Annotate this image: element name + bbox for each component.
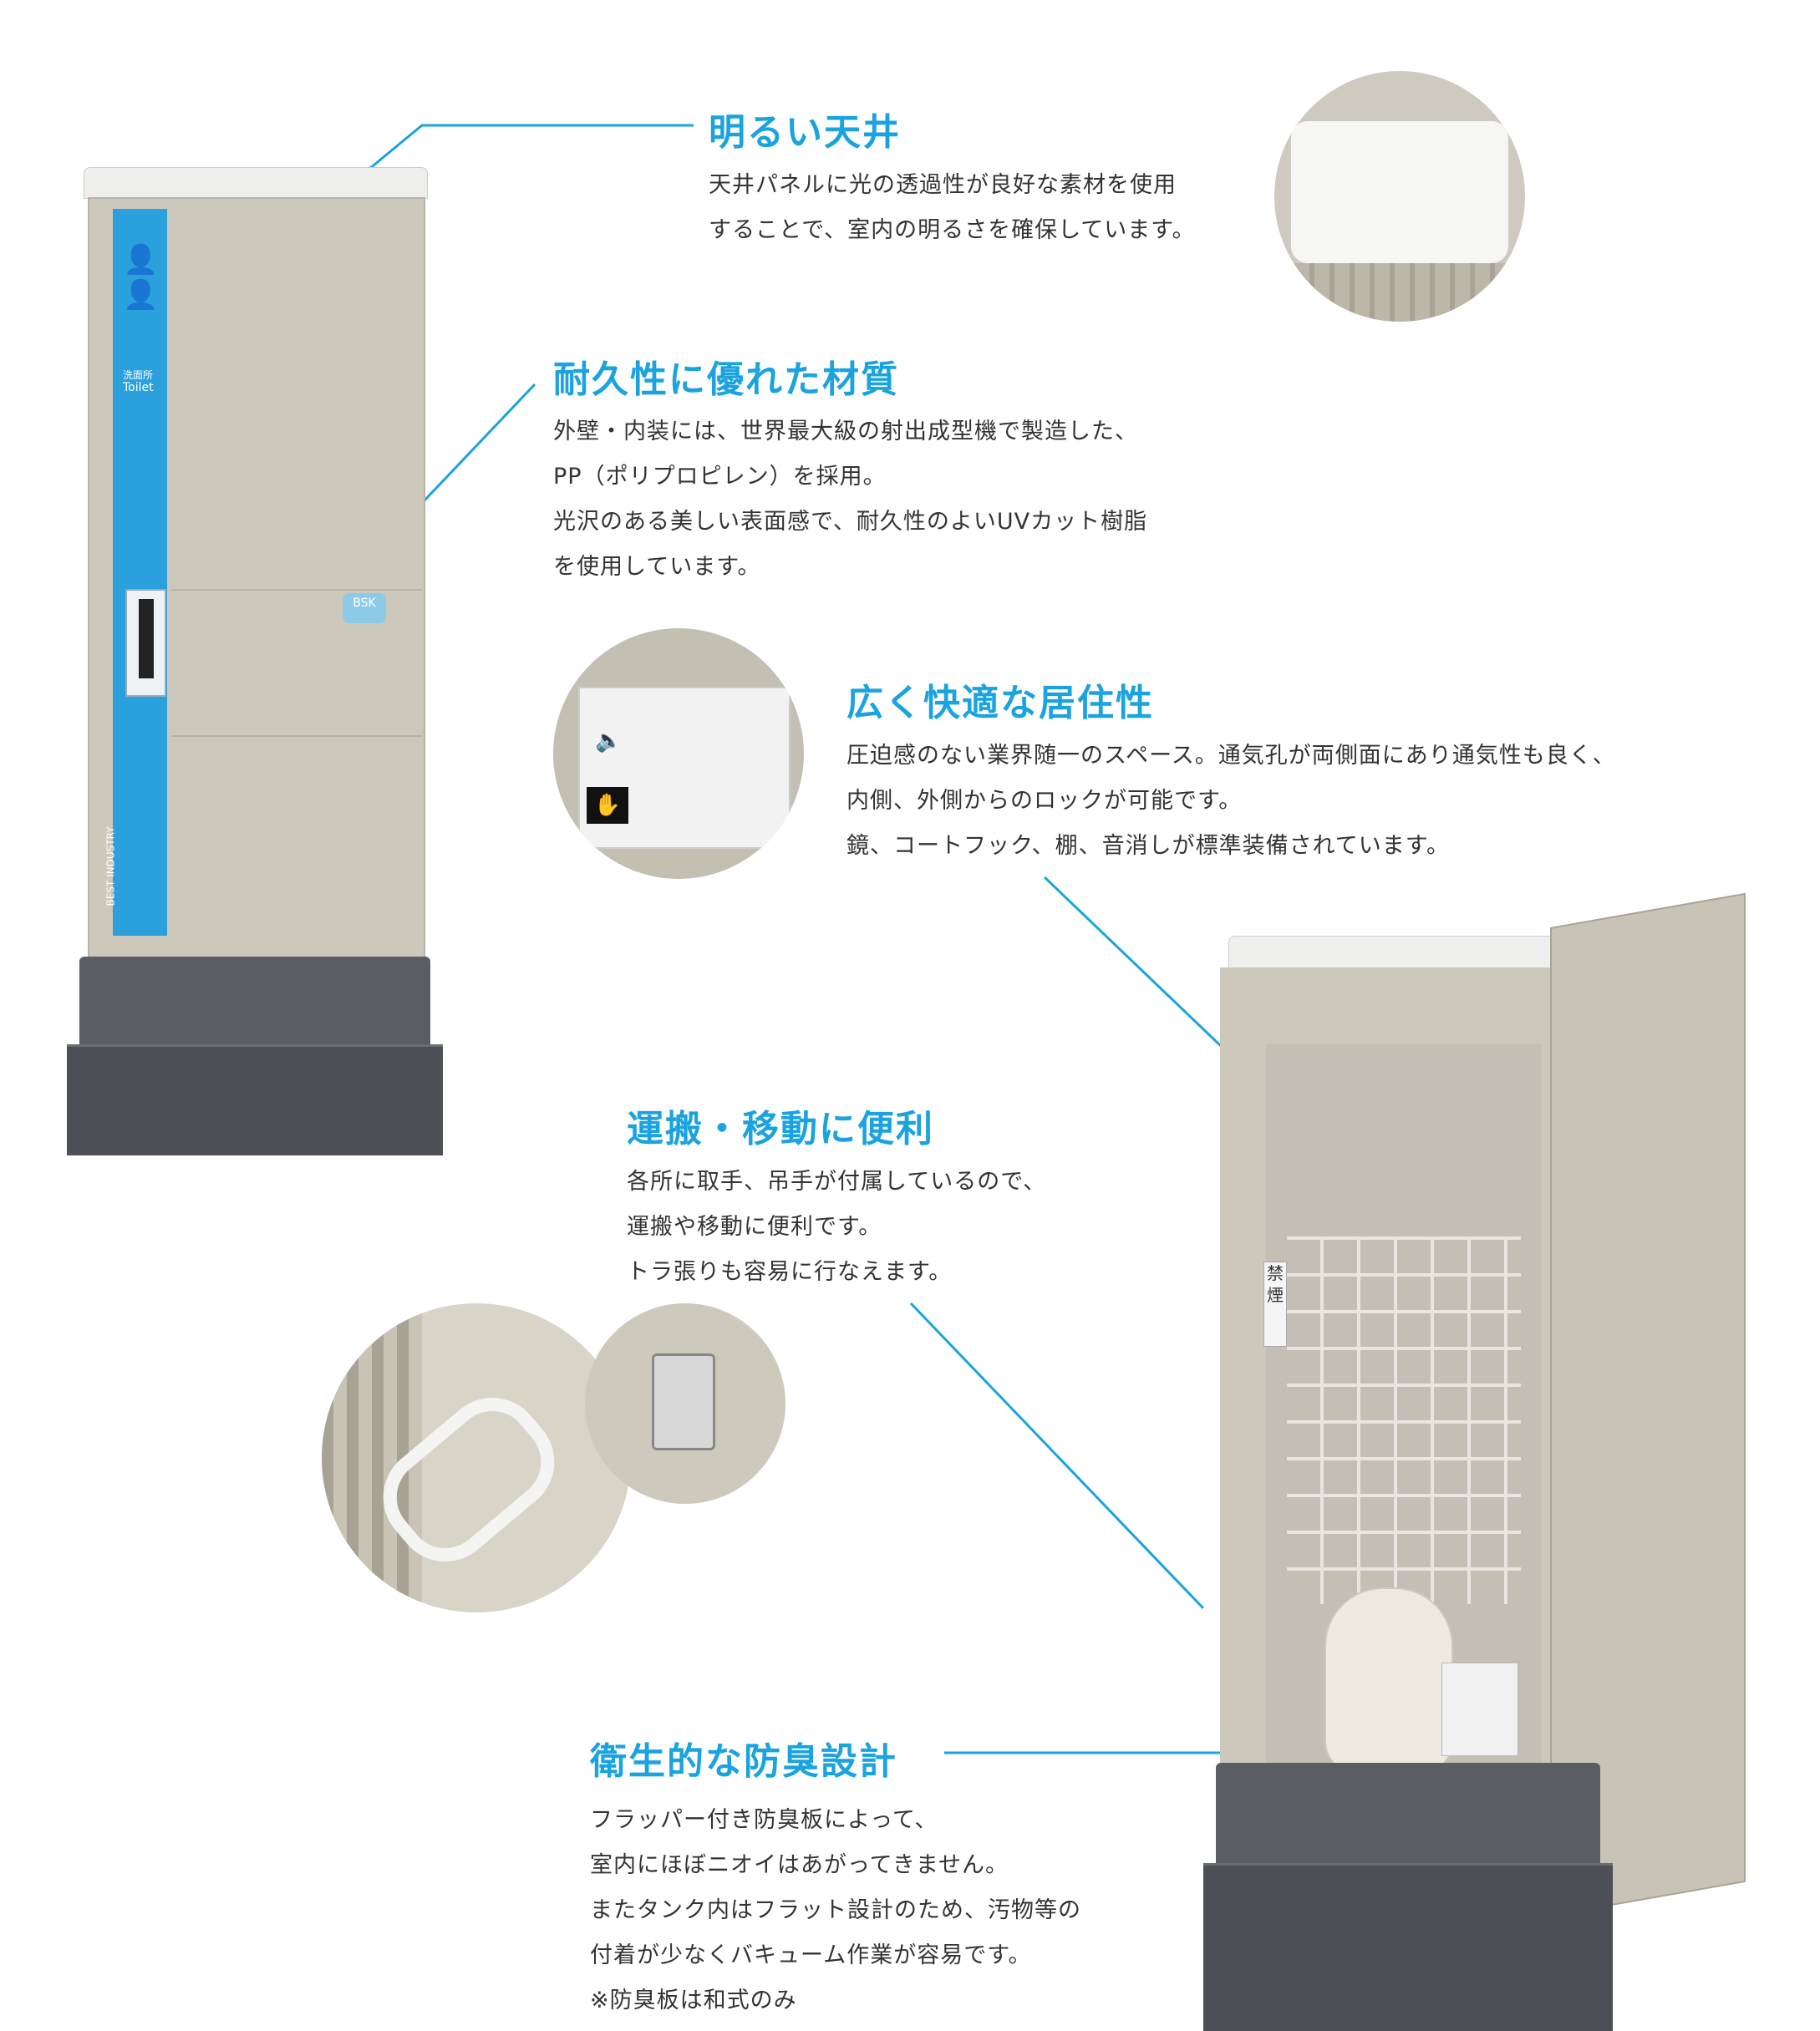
speaker-icon: 🔈	[595, 729, 623, 754]
feature-ceiling-title: 明るい天井	[709, 111, 901, 154]
feature-material-title: 耐久性に優れた材質	[553, 358, 899, 401]
no-smoking-sign: 禁 煙	[1263, 1262, 1287, 1347]
feature-transport-body: 各所に取手、吊手が付属しているので、 運搬や移動に便利です。 トラ張りも容易に行…	[627, 1169, 1047, 1285]
person-icon: 👤👤	[123, 243, 159, 312]
bsk-badge: BSK	[343, 593, 386, 623]
feature-material-body: 外壁・内装には、世界最大級の射出成型機で製造した、 PP（ポリプロピレン）を採用…	[553, 419, 1148, 580]
roof	[84, 167, 428, 199]
blue-panel: 👤👤 洗面所 Toilet BEST INDUSTRY	[104, 209, 167, 936]
tank-plinth	[67, 1044, 443, 1155]
ceiling-photo	[1274, 71, 1525, 322]
closed-toilet-image: 👤👤 洗面所 Toilet BEST INDUSTRY BSK	[58, 167, 451, 1161]
brand-vertical: BEST INDUSTRY	[104, 826, 117, 906]
feature-ceiling-body: 天井パネルに光の透過性が良好な素材を使用 することで、室内の明るさを確保していま…	[709, 172, 1196, 243]
pedal-box	[1441, 1663, 1518, 1756]
door-sign-ja: 洗面所	[123, 369, 154, 381]
interior-panel-photo: 🔈 ✋	[553, 628, 804, 879]
panel-seam	[171, 735, 422, 737]
feature-comfort-title: 広く快適な居住性	[846, 682, 1154, 724]
grid-rack	[1287, 1236, 1521, 1604]
hook-handle-photo	[585, 1303, 785, 1504]
door-handle[interactable]	[125, 589, 166, 697]
toilet-bowl	[1324, 1587, 1453, 1775]
panel-seam	[171, 589, 422, 591]
feature-transport-title: 運搬・移動に便利	[627, 1108, 934, 1150]
strap-handle-photo	[322, 1303, 631, 1612]
roof	[1228, 936, 1581, 969]
hand-sensor-icon: ✋	[587, 787, 628, 824]
open-toilet-image: 禁 煙	[1203, 861, 1746, 2031]
feature-comfort-body: 圧迫感のない業界随一のスペース。通気孔が両側面にあり通気性も良く、 内側、外側か…	[846, 743, 1616, 859]
feature-hygiene-title: 衛生的な防臭設計	[590, 1740, 897, 1783]
tank-plinth	[1203, 1863, 1613, 2031]
door-sign-en: Toilet	[123, 381, 154, 394]
feature-hygiene-body: フラッパー付き防臭板によって、 室内にほぼニオイはあがってきません。 またタンク…	[590, 1807, 1081, 2013]
